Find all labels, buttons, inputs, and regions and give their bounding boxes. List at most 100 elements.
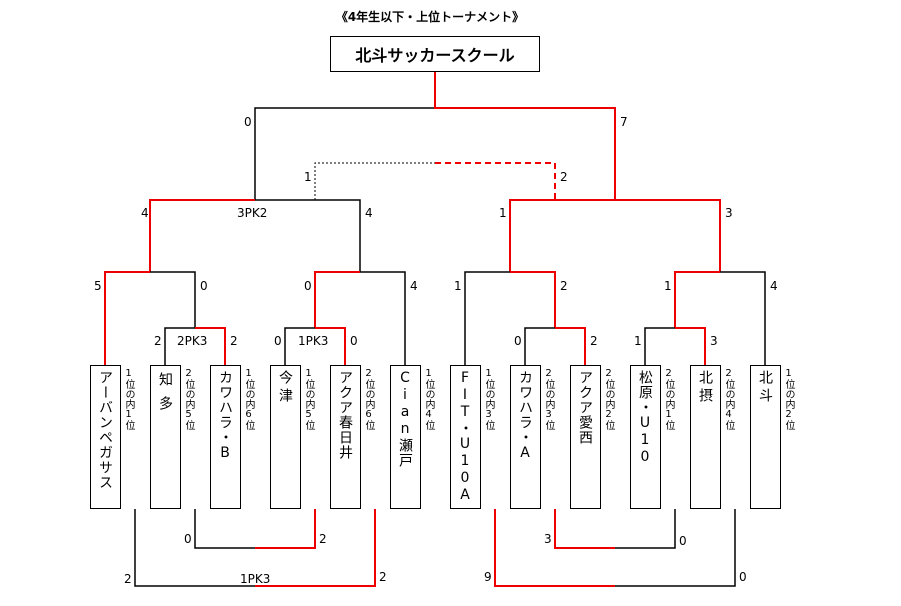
r1-b-left xyxy=(314,271,360,328)
score-label: 0 xyxy=(200,279,208,293)
score-label: 2 xyxy=(154,334,162,348)
score-label: 2 xyxy=(379,570,387,584)
team-name: 北斗 xyxy=(757,370,773,406)
score-label: 0 xyxy=(274,334,282,348)
team-box: カワハラ・A xyxy=(510,365,541,509)
team-rank: 1位の内6位 xyxy=(243,368,254,430)
r1-a-left xyxy=(104,271,150,365)
score-label: 1 xyxy=(454,279,462,293)
team-rank: 2位の内4位 xyxy=(723,368,734,430)
team-box: FIT・U10A xyxy=(450,365,481,509)
r1-c-left xyxy=(464,271,510,365)
score-label: 2 xyxy=(230,334,238,348)
team-rank: 1位の内5位 xyxy=(303,368,314,430)
score-label: 4 xyxy=(141,206,149,220)
r1-b-right xyxy=(360,271,406,365)
sf-right-b xyxy=(615,199,721,272)
score-label: 0 xyxy=(679,534,687,548)
cons4-left xyxy=(494,509,615,587)
sf-left-b xyxy=(255,199,361,272)
score-label: 7 xyxy=(620,115,628,129)
team-box: 今津 xyxy=(270,365,301,509)
champion-box: 北斗サッカースクール xyxy=(330,36,540,72)
team-box: 松原・U10 xyxy=(630,365,661,509)
r0-d-left xyxy=(644,327,675,365)
team-box: アーバンペガサス xyxy=(90,365,121,509)
score-label: 9 xyxy=(484,570,492,584)
team-rank: 2位の内1位 xyxy=(663,368,674,430)
pk-score-label: 1PK3 xyxy=(298,334,329,348)
score-label: 0 xyxy=(350,334,358,348)
r0-a-right xyxy=(195,327,226,365)
team-name: アクア春日井 xyxy=(337,370,353,460)
score-label: 0 xyxy=(184,532,192,546)
r1-a-right xyxy=(150,271,196,328)
team-name: Cian瀬戸 xyxy=(397,370,413,468)
score-label: 0 xyxy=(739,570,747,584)
team-name: カワハラ・A xyxy=(517,370,533,462)
cons2-left xyxy=(554,509,615,549)
score-label: 5 xyxy=(94,279,102,293)
r0-c-right xyxy=(555,327,586,365)
score-label: 1 xyxy=(304,170,312,184)
team-rank: 1位の内4位 xyxy=(423,368,434,430)
score-label: 2 xyxy=(560,279,568,293)
team-rank: 1位の内3位 xyxy=(483,368,494,430)
pk-score-label: 2PK3 xyxy=(177,334,208,348)
cons4-right xyxy=(615,509,736,587)
score-label: 3 xyxy=(725,206,733,220)
team-box: カワハラ・B xyxy=(210,365,241,509)
score-label: 1 xyxy=(499,206,507,220)
cons3-left xyxy=(134,509,255,587)
cons1-left xyxy=(194,509,255,549)
r0-b-left xyxy=(284,327,315,365)
team-box: 北斗 xyxy=(750,365,781,509)
team-box: 知多 xyxy=(150,365,181,509)
third-line-right xyxy=(435,162,556,200)
team-box: アクア愛西 xyxy=(570,365,601,509)
cons3-right xyxy=(255,509,376,587)
r0-c-left xyxy=(524,327,555,365)
third-line-left xyxy=(314,162,435,200)
champion-name: 北斗サッカースクール xyxy=(355,46,515,65)
team-rank: 2位の内6位 xyxy=(363,368,374,430)
r0-d-right xyxy=(675,327,706,365)
score-label: 3 xyxy=(544,532,552,546)
r1-d-left xyxy=(674,271,720,328)
team-rank: 2位の内3位 xyxy=(543,368,554,430)
score-label: 4 xyxy=(770,279,778,293)
score-label: 1 xyxy=(634,334,642,348)
team-name: アクア愛西 xyxy=(577,370,593,445)
team-rank: 2位の内2位 xyxy=(603,368,614,430)
final-line-left xyxy=(254,72,436,200)
pk-score-label: 1PK3 xyxy=(240,572,271,586)
team-box: アクア春日井 xyxy=(330,365,361,509)
score-label: 4 xyxy=(410,279,418,293)
team-box: 北摂 xyxy=(690,365,721,509)
score-label: 0 xyxy=(244,115,252,129)
team-name: 松原・U10 xyxy=(637,370,653,466)
score-label: 2 xyxy=(590,334,598,348)
final-line-winner xyxy=(434,72,616,200)
team-rank: 2位の内5位 xyxy=(183,368,194,430)
team-rank: 1位の内1位 xyxy=(123,368,134,430)
tournament-title: 《4年生以下・上位トーナメント》 xyxy=(335,10,525,24)
team-name: 今津 xyxy=(277,370,293,406)
r1-d-right xyxy=(720,271,766,365)
team-name: カワハラ・B xyxy=(217,370,233,462)
score-label: 4 xyxy=(365,206,373,220)
pk-score-label: 3PK2 xyxy=(237,206,268,220)
score-label: 1 xyxy=(664,279,672,293)
score-label: 2 xyxy=(124,572,132,586)
sf-right-a xyxy=(509,199,615,272)
score-label: 3 xyxy=(710,334,718,348)
cons2-right xyxy=(615,509,676,549)
r0-b-right xyxy=(315,327,346,365)
team-rank: 1位の内2位 xyxy=(783,368,794,430)
sf-left-a xyxy=(149,199,255,272)
score-label: 0 xyxy=(304,279,312,293)
r1-c-right xyxy=(510,271,556,328)
r0-a-left xyxy=(164,327,195,365)
team-name: アーバンペガサス xyxy=(97,370,113,490)
